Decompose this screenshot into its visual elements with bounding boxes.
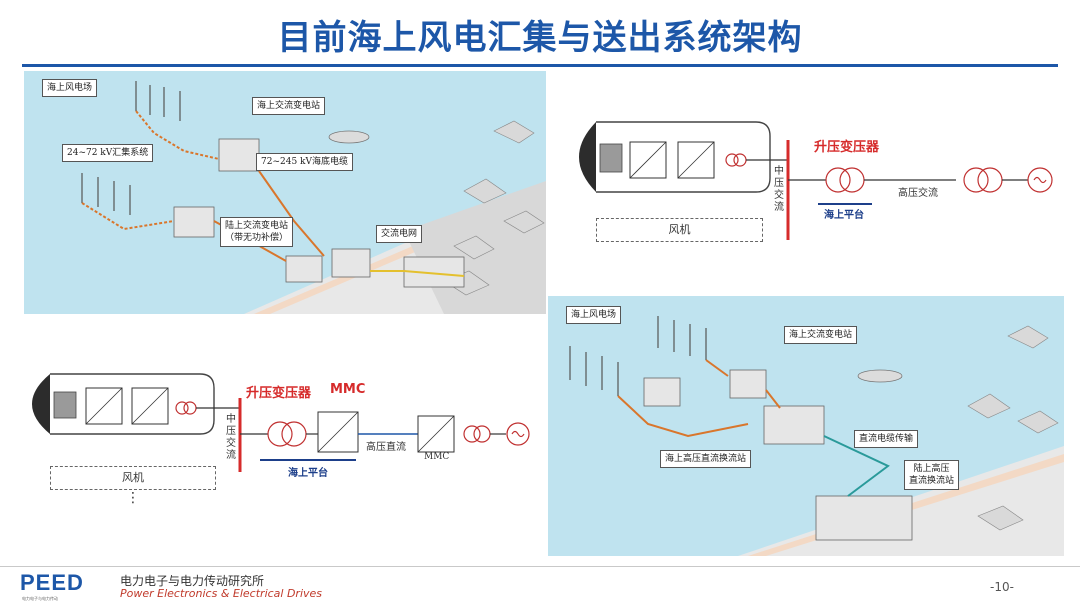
onshore-substation-line2: （带无功补偿） xyxy=(225,233,289,243)
offshore-hvdc-station-callout: 海上高压直流换流站 xyxy=(660,450,752,468)
high-voltage-ac-label: 高压交流 xyxy=(898,188,938,199)
offshore-platform-label: 海上平台 xyxy=(824,210,864,221)
wind-farm-callout: 海上风电场 xyxy=(42,79,98,97)
ac-diagram-panel: 升压变压器 中压交流 海上平台 高压交流 风机 xyxy=(556,100,1064,250)
step-up-transformer-label: 升压变压器 xyxy=(246,386,312,401)
wind-farm-callout: 海上风电场 xyxy=(566,306,622,324)
onshore-mmc-label: MMC xyxy=(424,452,450,462)
peed-logo: PEED xyxy=(20,570,84,595)
logo-text: PEED xyxy=(20,570,84,595)
page-title: 目前海上风电汇集与送出系统架构 xyxy=(277,18,803,58)
offshore-ac-substation-callout: 海上交流变电站 xyxy=(252,97,326,115)
footer-divider xyxy=(0,566,1080,567)
onshore-ac-substation-callout: 陆上交流变电站 （带无功补偿） xyxy=(220,217,294,247)
more-turbines-ellipsis: ⋮ xyxy=(126,490,140,506)
onshore-substation-line1: 陆上交流变电站 xyxy=(225,221,289,231)
step-up-transformer-label: 升压变压器 xyxy=(814,140,880,155)
onshore-hvdc-station-callout: 陆上高压 直流换流站 xyxy=(904,460,960,490)
institute-name-en: Power Electronics & Electrical Drives xyxy=(120,587,323,600)
ac-diagram-drawing xyxy=(579,121,1053,240)
dc-map-illustration xyxy=(548,296,1064,556)
ac-grid-callout: 交流电网 xyxy=(376,225,423,243)
high-voltage-dc-label: 高压直流 xyxy=(366,442,406,453)
onshore-hvdc-line1: 陆上高压 xyxy=(913,464,950,474)
institute-name-cn: 电力电子与电力传动研究所 xyxy=(120,574,265,588)
medium-voltage-ac-label: 中压交流 xyxy=(774,166,784,213)
dc-system-map-panel: 海上风电场 海上交流变电站 海上高压直流换流站 直流电缆传输 陆上高压 直流换流… xyxy=(548,296,1064,556)
onshore-hvdc-line2: 直流换流站 xyxy=(909,476,955,486)
title-divider xyxy=(22,64,1058,67)
wind-turbine-box: 风机 xyxy=(596,218,763,242)
logo-subtitle: 电力电子与电力传动 xyxy=(22,596,58,601)
collection-system-callout: 24~72 kV汇集系统 xyxy=(62,144,154,162)
offshore-ac-substation-callout: 海上交流变电站 xyxy=(784,326,858,344)
offshore-platform-label: 海上平台 xyxy=(288,468,328,479)
ac-system-map-panel: 海上风电场 海上交流变电站 24~72 kV汇集系统 72~245 kV海底电缆… xyxy=(24,71,546,314)
dc-diagram-panel: 升压变压器 MMC 中压交流 海上平台 高压直流 MMC 风机 ⋮ xyxy=(14,362,544,512)
page-number: -10- xyxy=(990,580,1014,594)
mmc-label: MMC xyxy=(330,382,366,397)
wind-turbine-box: 风机 xyxy=(50,466,216,490)
dc-diagram-drawing xyxy=(32,373,530,472)
medium-voltage-ac-label: 中压交流 xyxy=(226,414,236,461)
submarine-cable-callout: 72~245 kV海底电缆 xyxy=(256,153,353,171)
dc-cable-callout: 直流电缆传输 xyxy=(854,430,919,448)
